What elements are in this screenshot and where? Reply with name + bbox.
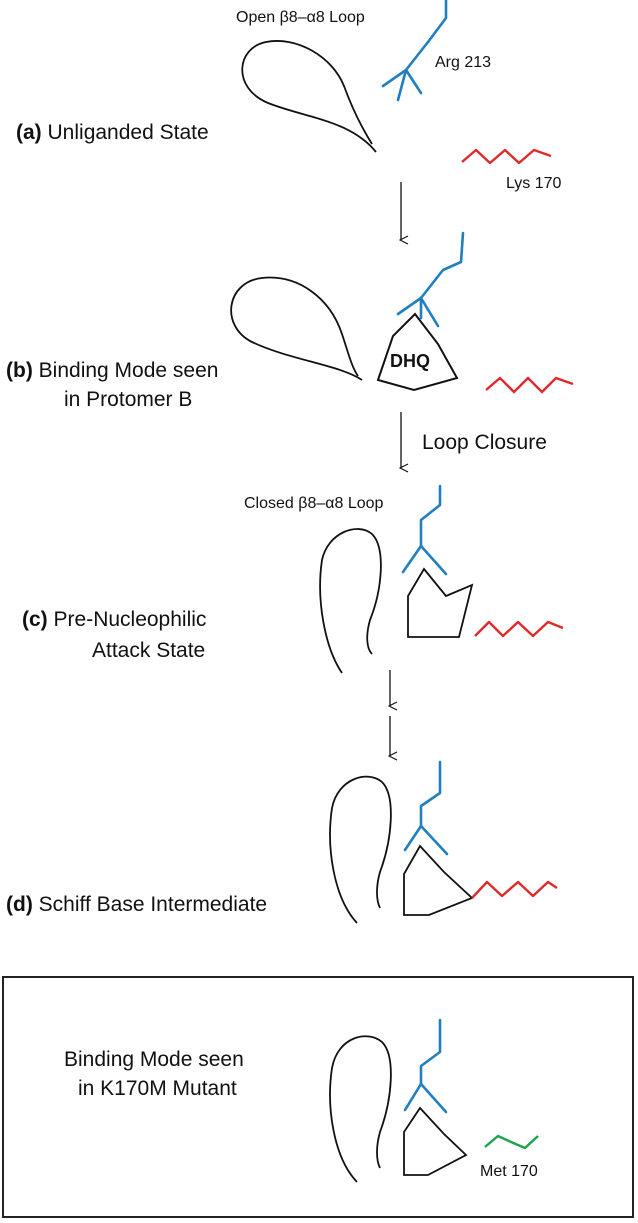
closed-loop-label: Closed β8–α8 Loop bbox=[244, 495, 384, 512]
panel-b-title: (b) Binding Mode seen bbox=[6, 358, 218, 384]
arg-213-sidechain bbox=[381, 0, 448, 102]
lys-170-schiff-base-d bbox=[471, 880, 558, 899]
arg-213-sidechain-c bbox=[401, 484, 448, 576]
panel-b-text-line2: in Protomer B bbox=[64, 388, 193, 411]
panel-d-title: (d) Schiff Base Intermediate bbox=[6, 892, 267, 918]
panel-d-letter: (d) bbox=[6, 893, 33, 916]
substrate-ring-c bbox=[407, 567, 474, 638]
closed-loop-d bbox=[329, 775, 392, 924]
loop-closure-label: Loop Closure bbox=[422, 431, 547, 454]
panel-c-letter: (c) bbox=[22, 608, 48, 631]
lys-170-label: Lys 170 bbox=[506, 175, 562, 192]
lys-170-sidechain-b bbox=[485, 376, 574, 394]
panel-c-text-line1: Pre-Nucleophilic bbox=[53, 608, 207, 631]
panel-b-text-line1: Binding Mode seen bbox=[38, 359, 219, 382]
panel-a-title: (a) Unliganded State bbox=[16, 120, 209, 146]
lys-170-sidechain bbox=[461, 148, 552, 165]
panel-a-text: Unliganded State bbox=[47, 121, 209, 144]
panel-c-text-line2: Attack State bbox=[92, 639, 206, 662]
arg-213-sidechain-b bbox=[396, 231, 465, 328]
met-170-label: Met 170 bbox=[480, 1163, 538, 1180]
panel-a-letter: (a) bbox=[16, 121, 42, 144]
met-170-sidechain bbox=[484, 1134, 539, 1150]
substrate-ring-mutant bbox=[403, 1106, 468, 1176]
open-loop-label: Open β8–α8 Loop bbox=[236, 9, 365, 26]
mutant-text-line2: in K170M Mutant bbox=[78, 1077, 237, 1100]
lys-170-sidechain-c bbox=[474, 620, 564, 638]
panel-b-letter: (b) bbox=[6, 359, 33, 382]
mutant-box bbox=[2, 976, 634, 1218]
arg-213-label: Arg 213 bbox=[435, 54, 492, 71]
arg-213-sidechain-mutant bbox=[403, 1018, 448, 1114]
arg-213-sidechain-d bbox=[403, 760, 449, 856]
dhq-label: DHQ bbox=[390, 351, 430, 371]
open-loop bbox=[241, 40, 377, 153]
panel-c-title: (c) Pre-Nucleophilic bbox=[22, 607, 206, 633]
closed-loop-c bbox=[319, 528, 382, 674]
closed-loop-mutant bbox=[329, 1035, 392, 1183]
panel-d-text: Schiff Base Intermediate bbox=[38, 893, 268, 916]
loop-b bbox=[230, 276, 363, 381]
mutant-text-line1: Binding Mode seen bbox=[64, 1048, 244, 1071]
substrate-ring-d bbox=[403, 844, 474, 916]
dhq-ring bbox=[376, 312, 459, 392]
